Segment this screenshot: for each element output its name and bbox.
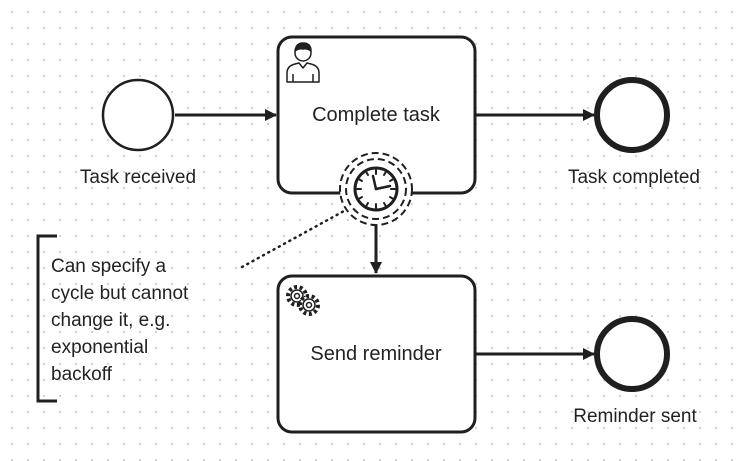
annotation-association[interactable] [240, 209, 346, 269]
timer-boundary-event[interactable] [339, 152, 413, 226]
gear-icon [286, 285, 320, 316]
user-icon [286, 42, 320, 83]
end-event-completed-label: Task completed [568, 167, 700, 188]
service-task[interactable] [276, 274, 477, 434]
user-task[interactable] [276, 35, 477, 195]
annotation-line-3: change it, e.g. [51, 310, 170, 331]
end-event-reminder-label: Reminder sent [573, 406, 697, 427]
annotation-bracket [36, 234, 57, 403]
start-event-label: Task received [80, 167, 196, 188]
service-task-label: Send reminder [310, 343, 442, 365]
end-event-reminder[interactable] [594, 316, 670, 392]
annotation-line-4: exponential [51, 337, 148, 358]
annotation-line-2: cycle but cannot [51, 283, 189, 304]
user-task-label: Complete task [312, 104, 441, 126]
text-annotation[interactable]: Can specify a cycle but cannot change it… [36, 234, 189, 403]
clock-icon [353, 166, 399, 212]
end-event-completed[interactable] [594, 77, 670, 153]
annotation-line-5: backoff [51, 364, 113, 385]
start-event[interactable] [101, 78, 175, 152]
annotation-line-1: Can specify a [51, 256, 167, 277]
